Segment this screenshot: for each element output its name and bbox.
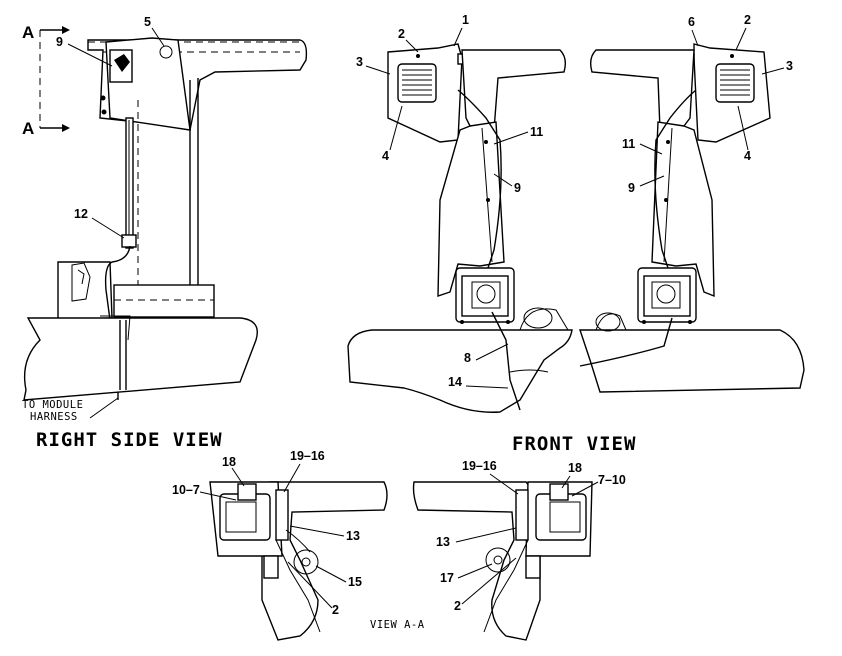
callout-12: 12 <box>74 207 88 221</box>
note-line-2: HARNESS <box>30 411 78 423</box>
note-line-1: TO MODULE <box>22 399 83 411</box>
front-view: 2 1 3 4 11 9 8 14 6 2 3 4 11 9 FRONT VIE… <box>347 13 805 455</box>
section-marker-bottom: A <box>22 119 34 138</box>
callout-9: 9 <box>56 35 63 49</box>
callout-19-16-right: 19–16 <box>462 459 497 473</box>
callout-13-left: 13 <box>346 529 360 543</box>
callout-13-right: 13 <box>436 535 450 549</box>
section-marker: A A <box>22 23 70 138</box>
callout-17: 17 <box>440 571 454 585</box>
callout-9-right: 9 <box>628 181 635 195</box>
callout-14: 14 <box>448 375 462 389</box>
callout-2-right: 2 <box>744 13 751 27</box>
front-view-title: FRONT VIEW <box>512 433 636 455</box>
section-view: 18 19–16 10–7 13 15 2 19–16 18 7–10 13 1… <box>172 449 626 641</box>
callout-10-7: 10–7 <box>172 483 200 497</box>
callout-11-left: 11 <box>530 125 543 139</box>
callout-3-left: 3 <box>356 55 363 69</box>
callout-15: 15 <box>348 575 362 589</box>
callout-2-left: 2 <box>398 27 405 41</box>
callout-18-left: 18 <box>222 455 236 469</box>
callout-5: 5 <box>144 15 151 29</box>
callout-9-left: 9 <box>514 181 521 195</box>
callout-8: 8 <box>464 351 471 365</box>
right-side-view-title: RIGHT SIDE VIEW <box>36 429 223 451</box>
right-side-view: A A <box>22 15 308 451</box>
callout-6: 6 <box>688 15 695 29</box>
callout-1: 1 <box>462 13 469 27</box>
callout-19-16-left: 19–16 <box>290 449 325 463</box>
section-marker-top: A <box>22 23 34 42</box>
callout-18-right: 18 <box>568 461 582 475</box>
section-view-title: VIEW A-A <box>370 619 425 631</box>
callout-2-section-right: 2 <box>454 599 461 613</box>
front-left-lamp <box>387 43 467 143</box>
callout-2-section-left: 2 <box>332 603 339 617</box>
callout-3-right: 3 <box>786 59 793 73</box>
front-right-lamp <box>685 43 771 143</box>
callout-7-10: 7–10 <box>598 473 626 487</box>
callout-4-right: 4 <box>744 149 751 163</box>
callout-4-left: 4 <box>382 149 389 163</box>
callout-11-right: 11 <box>622 137 635 151</box>
